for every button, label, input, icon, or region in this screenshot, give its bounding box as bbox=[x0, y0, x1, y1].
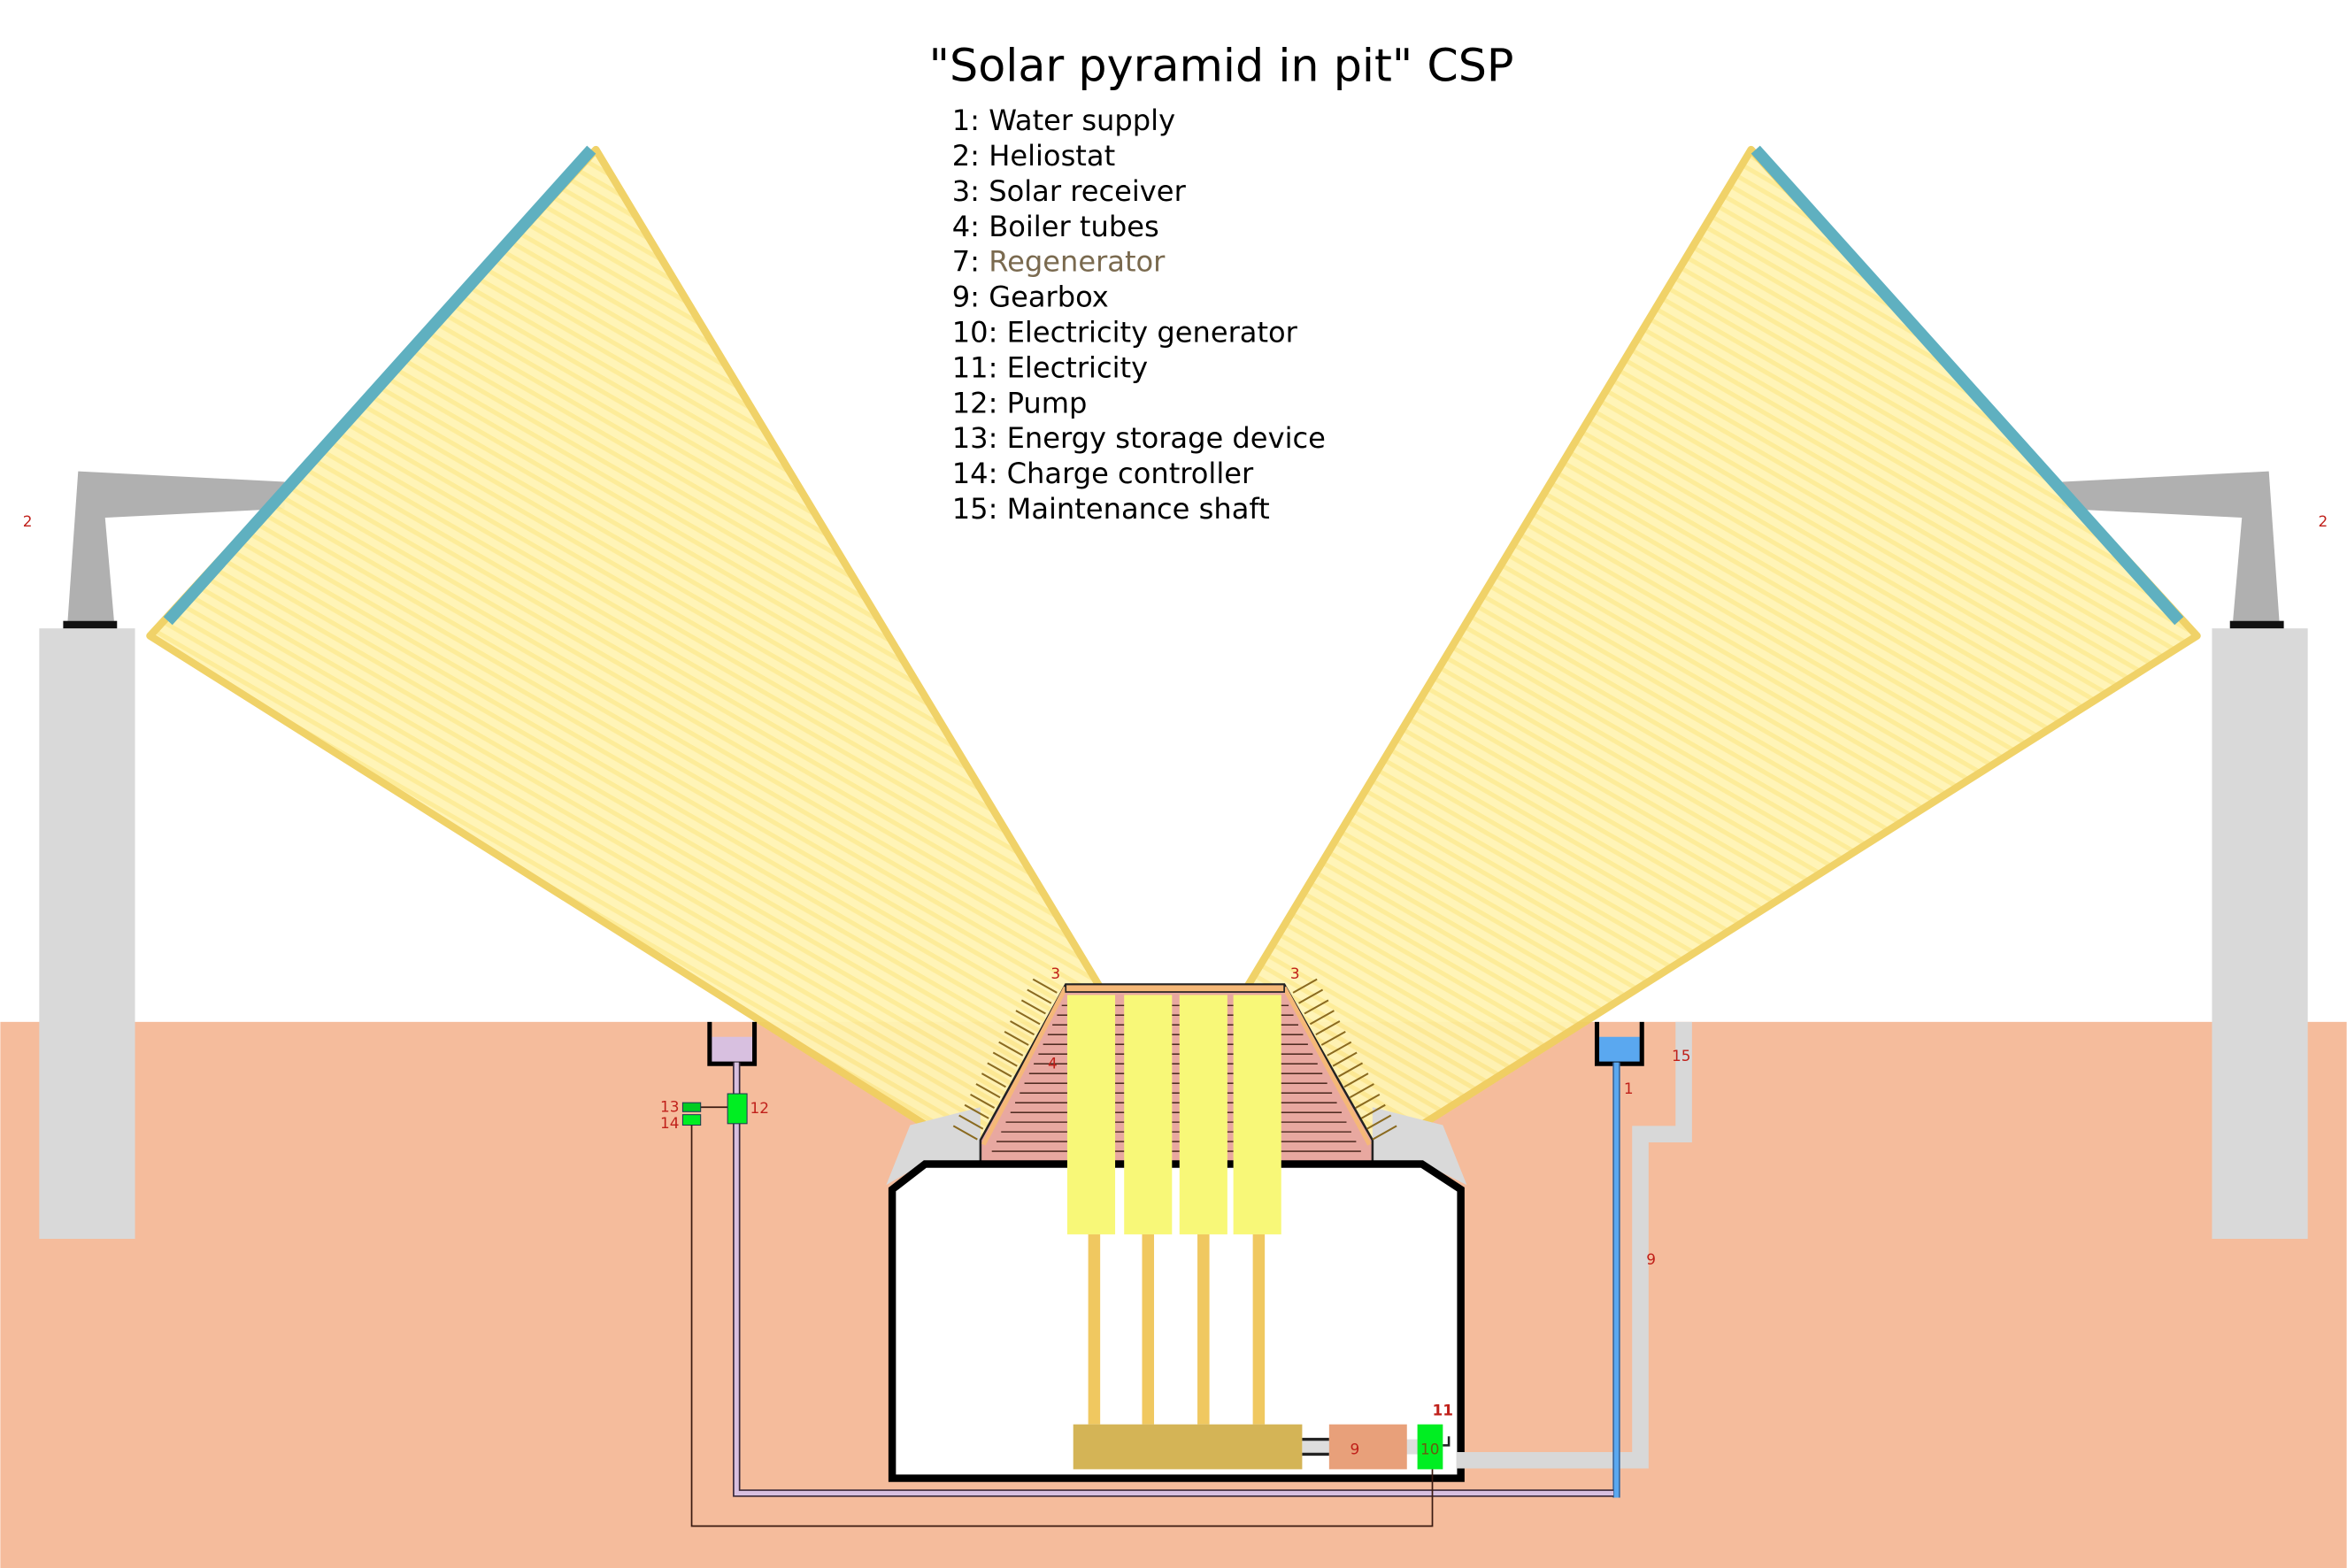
light-arrow bbox=[1332, 1051, 1358, 1067]
charge-controller bbox=[681, 1114, 702, 1126]
light-beam-right bbox=[1243, 145, 2201, 1164]
energy-storage-device bbox=[681, 1102, 702, 1112]
shaft-label: 15 bbox=[1672, 1047, 1691, 1065]
light-arrow bbox=[1338, 1062, 1364, 1078]
legend-item: 10: Electricity generator bbox=[952, 316, 1298, 350]
heliostat-pillar-left bbox=[39, 628, 135, 1240]
regenerator-columns bbox=[1066, 995, 1281, 1425]
light-arrow bbox=[1349, 1083, 1374, 1099]
legend-item: 7: Regenerator bbox=[952, 245, 1166, 279]
heliostat-pillar-right bbox=[2212, 628, 2308, 1240]
piston-rod bbox=[1197, 1234, 1210, 1425]
heliostat-mirror-right bbox=[1751, 145, 2184, 626]
legend-item: 4: Boiler tubes bbox=[952, 210, 1159, 243]
receiver-top bbox=[1065, 983, 1285, 993]
pump-label: 12 bbox=[750, 1099, 769, 1117]
underground-chamber bbox=[888, 1160, 1465, 1482]
legend-item: 15: Maintenance shaft bbox=[952, 492, 1270, 526]
electric-wire bbox=[690, 1125, 1434, 1527]
gearbox-label: 9 bbox=[1350, 1440, 1360, 1457]
light-arrow bbox=[1020, 999, 1046, 1015]
legend-item: 1: Water supply bbox=[952, 104, 1175, 137]
light-arrow bbox=[1298, 988, 1324, 1004]
light-arrow bbox=[1015, 1010, 1041, 1026]
diagram-title: "Solar pyramid in pit" CSP bbox=[929, 39, 1514, 91]
piston-rod bbox=[1088, 1234, 1101, 1425]
coolant-tank bbox=[707, 1021, 758, 1066]
light-arrow bbox=[987, 1062, 1012, 1078]
light-arrow bbox=[964, 1103, 989, 1119]
coolant-pipe-inner bbox=[734, 1062, 1614, 1495]
incoming-light-arrows bbox=[952, 978, 1397, 1141]
light-arrow bbox=[1355, 1093, 1381, 1109]
regenerator-column bbox=[1066, 995, 1116, 1234]
pit-slope-left bbox=[886, 1107, 981, 1186]
regenerator-column bbox=[1124, 995, 1173, 1234]
light-arrow bbox=[1343, 1072, 1369, 1088]
light-arrow bbox=[1010, 1020, 1035, 1036]
light-arrow bbox=[1304, 999, 1329, 1015]
legend-item: 2: Heliostat bbox=[952, 139, 1115, 173]
heliostat-label-left: 2 bbox=[23, 512, 33, 530]
coolant-tank-fill bbox=[711, 1036, 753, 1063]
pillar-cap-left bbox=[63, 620, 118, 629]
shaft-gear-label: 9 bbox=[1646, 1250, 1656, 1268]
controller-label: 14 bbox=[660, 1114, 680, 1132]
heliostat-arm-left bbox=[67, 471, 285, 621]
light-arrow bbox=[981, 1072, 1006, 1088]
light-arrow bbox=[958, 1114, 984, 1130]
water-tank-fill bbox=[1598, 1036, 1641, 1063]
light-arrow bbox=[1032, 978, 1058, 994]
pump bbox=[727, 1093, 748, 1125]
light-arrow bbox=[998, 1041, 1024, 1057]
legend-item: 14: Charge controller bbox=[952, 457, 1254, 490]
legend-item: 13: Energy storage device bbox=[952, 421, 1326, 455]
light-arrow bbox=[1360, 1103, 1386, 1119]
piston-rod bbox=[1252, 1234, 1266, 1425]
storage-label: 13 bbox=[660, 1097, 680, 1115]
electricity-label: 11 bbox=[1433, 1402, 1454, 1419]
heliostat-mirror-left bbox=[163, 145, 596, 626]
boiler-label: 4 bbox=[1048, 1054, 1058, 1072]
light-arrow bbox=[975, 1083, 1001, 1099]
crankshaft-base bbox=[1073, 1424, 1303, 1470]
water-label: 1 bbox=[1624, 1080, 1634, 1097]
light-arrow bbox=[992, 1051, 1018, 1067]
receiver-label-right: 3 bbox=[1290, 965, 1300, 982]
light-arrow bbox=[1320, 1030, 1346, 1046]
heliostat-label-right: 2 bbox=[2318, 512, 2328, 530]
regenerator-column bbox=[1179, 995, 1227, 1234]
receiver-label-left: 3 bbox=[1050, 965, 1060, 982]
receiver-glass-left bbox=[981, 986, 1068, 1146]
light-arrow bbox=[952, 1125, 978, 1141]
generator-label: 10 bbox=[1420, 1440, 1440, 1457]
light-arrow bbox=[1366, 1114, 1392, 1130]
legend-item: 3: Solar receiver bbox=[952, 174, 1187, 208]
piston-rod bbox=[1142, 1234, 1155, 1425]
maintenance-shaft bbox=[1456, 1021, 1692, 1469]
electricity-generator bbox=[1417, 1424, 1443, 1470]
heliostat-arm-right bbox=[2062, 471, 2280, 621]
light-arrow bbox=[1309, 1010, 1335, 1026]
light-arrow bbox=[1315, 1020, 1341, 1036]
legend-item: 9: Gearbox bbox=[952, 281, 1109, 314]
light-arrow bbox=[1027, 988, 1052, 1004]
light-arrow bbox=[970, 1093, 996, 1109]
light-arrow bbox=[1327, 1041, 1352, 1057]
electricity-wire-stub bbox=[1443, 1436, 1451, 1447]
receiver-glass-right bbox=[1281, 986, 1372, 1146]
light-arrow bbox=[1004, 1030, 1029, 1046]
gearbox bbox=[1328, 1424, 1407, 1470]
light-arrow bbox=[1372, 1125, 1397, 1141]
regenerator-column bbox=[1233, 995, 1281, 1234]
legend-item: 11: Electricity bbox=[952, 350, 1148, 384]
light-arrow bbox=[1292, 978, 1318, 994]
legend-item: 12: Pump bbox=[952, 386, 1088, 419]
pillar-cap-right bbox=[2229, 620, 2284, 629]
